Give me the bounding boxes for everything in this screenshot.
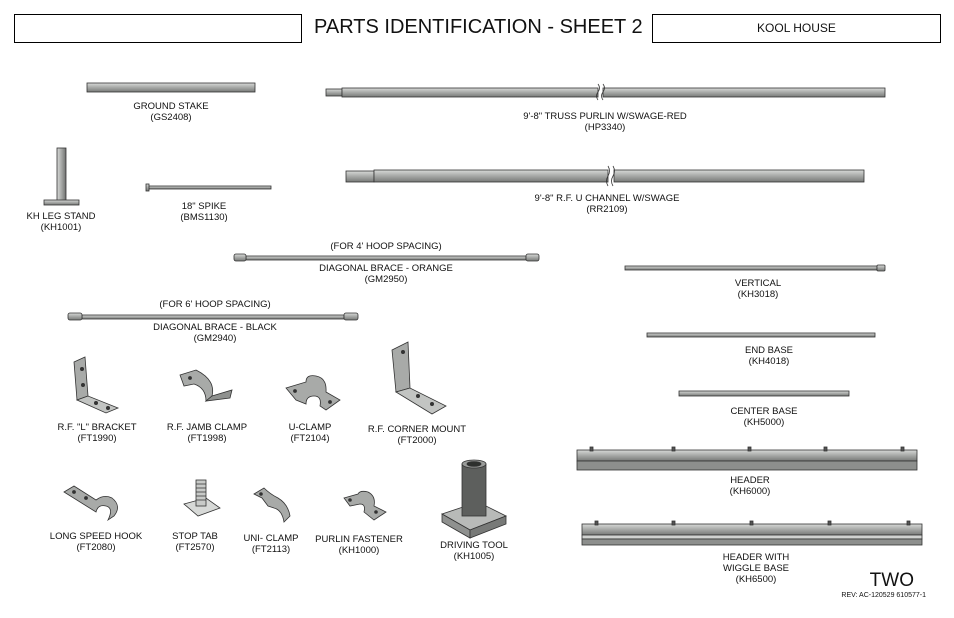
note-brace-black: (FOR 6' HOOP SPACING) bbox=[159, 299, 271, 310]
truss-purlin-illustration bbox=[325, 83, 886, 101]
label-uni-clamp: UNI- CLAMP(FT2113) bbox=[243, 533, 299, 555]
uni-clamp-illustration bbox=[253, 487, 291, 523]
label-purlin-fastener: PURLIN FASTENER(KH1000) bbox=[315, 534, 403, 556]
purlin-fastener-illustration bbox=[343, 490, 387, 521]
jamb-clamp-illustration bbox=[179, 369, 233, 402]
sheet-number: TWO bbox=[869, 570, 914, 591]
label-center-base: CENTER BASE(KH5000) bbox=[730, 406, 798, 428]
ground-stake-illustration bbox=[86, 82, 256, 93]
label-ground-stake: GROUND STAKE(GS2408) bbox=[133, 101, 209, 123]
label-corner-mount: R.F. CORNER MOUNT(FT2000) bbox=[367, 424, 467, 446]
speed-hook-illustration bbox=[63, 485, 118, 522]
header-illustration bbox=[576, 446, 918, 471]
spike-illustration bbox=[145, 183, 272, 192]
page-title: PARTS IDENTIFICATION - SHEET 2 bbox=[314, 16, 643, 38]
u-channel-illustration bbox=[345, 165, 865, 187]
label-header: HEADER(KH6000) bbox=[729, 475, 771, 497]
brace-black-illustration bbox=[67, 312, 359, 321]
label-speed-hook: LONG SPEED HOOK(FT2080) bbox=[49, 531, 143, 553]
label-u-channel: 9'-8" R.F. U CHANNEL W/SWAGE(RR2109) bbox=[534, 193, 680, 215]
label-u-clamp: U-CLAMP(FT2104) bbox=[288, 422, 332, 444]
vertical-illustration bbox=[624, 264, 886, 272]
header-left-box bbox=[14, 14, 302, 43]
label-stop-tab: STOP TAB(FT2570) bbox=[172, 531, 218, 553]
revision-code: REV: AC-120529 610577-1 bbox=[841, 592, 926, 599]
brand-label: KOOL HOUSE bbox=[757, 21, 836, 35]
driving-tool-illustration bbox=[441, 459, 507, 539]
label-brace-black: DIAGONAL BRACE - BLACK(GM2940) bbox=[153, 322, 277, 344]
l-bracket-illustration bbox=[73, 356, 120, 414]
header-wiggle-illustration bbox=[581, 520, 923, 546]
leg-stand-illustration bbox=[43, 147, 80, 206]
stop-tab-illustration bbox=[183, 479, 221, 517]
label-truss-purlin: 9'-8" TRUSS PURLIN W/SWAGE-RED(HP3340) bbox=[523, 111, 687, 133]
label-l-bracket: R.F. "L" BRACKET(FT1990) bbox=[57, 422, 137, 444]
label-vertical: VERTICAL(KH3018) bbox=[734, 278, 782, 300]
label-driving-tool: DRIVING TOOL(KH1005) bbox=[440, 540, 508, 562]
label-spike: 18" SPIKE(BMS1130) bbox=[180, 201, 228, 223]
label-brace-orange: DIAGONAL BRACE - ORANGE(GM2950) bbox=[319, 263, 453, 285]
note-brace-orange: (FOR 4' HOOP SPACING) bbox=[330, 241, 442, 252]
label-end-base: END BASE(KH4018) bbox=[744, 345, 794, 367]
label-jamb-clamp: R.F. JAMB CLAMP(FT1998) bbox=[166, 422, 248, 444]
label-leg-stand: KH LEG STAND(KH1001) bbox=[26, 211, 96, 233]
corner-mount-illustration bbox=[391, 341, 447, 415]
end-base-illustration bbox=[646, 332, 876, 338]
brand-box: KOOL HOUSE bbox=[652, 14, 941, 43]
brace-orange-illustration bbox=[233, 253, 540, 262]
center-base-illustration bbox=[678, 390, 850, 397]
u-clamp-illustration bbox=[285, 375, 341, 411]
